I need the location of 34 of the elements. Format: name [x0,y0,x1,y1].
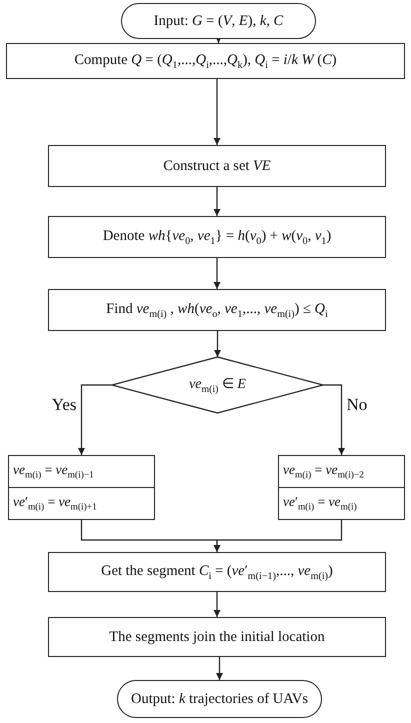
node-text: Input: G = (V, E), k, C [154,12,284,30]
node-text: Get the segment C$_{i}$ = (ve′$_{m(i−1)}$,..., ve$_{m(i)}$) [101,562,333,582]
arrow [214,79,220,145]
node-text: Find ve$_{m(i)}$ , wh(ve$_{o}$, ve$_{1}$,..., ve$_{m(i)}$) ≤ Q$_{i}$ [106,300,328,320]
node-text: ve′$_{m(i)}$ = ve$_{m(i)+1}$ [13,494,97,513]
terminal-box [117,680,322,718]
process-box [48,552,386,592]
process-box [48,289,386,331]
process-box [48,617,386,657]
process-box [48,145,386,187]
arrow [214,258,220,289]
arrow [214,331,221,357]
process-box [8,455,155,520]
node-text: ve$_{m(i)}$ = ve$_{m(i)−2}$ [283,462,364,481]
arrow [214,520,342,552]
arrow [216,657,223,680]
node-text: Denote wh{ve$_{0}$, ve$_{1}$} = h(v$_{0}$) + w(v$_{0}$, v$_{1}$) [102,228,332,246]
process-box [278,455,405,520]
arrow [78,384,112,455]
process-box [48,216,386,258]
node-text: ve′$_{m(i)}$ = ve$_{m(i)}$ [283,494,357,513]
node-text: ve$_{m(i)}$ = ve$_{m(i)−1}$ [13,462,94,481]
arrow [323,384,345,455]
arrow [215,36,222,43]
node-text: Output: k trajectories of UAVs [131,690,308,708]
node-text: Compute Q = (Q$_{1}$,...,Q$_{i}$,...,Q$_{k}$), Q$_{i}$ = i/k W (C) [74,52,337,70]
process-box [6,43,405,79]
arrow [214,187,220,216]
decision-diamond [112,357,323,413]
arrow [214,592,220,617]
node-text: Construct a set VE [163,158,271,174]
terminal-box [121,3,316,39]
node-text: The segments join the initial location [109,628,325,646]
node-text: ve$_{m(i)}$ ∈ E [189,376,246,395]
